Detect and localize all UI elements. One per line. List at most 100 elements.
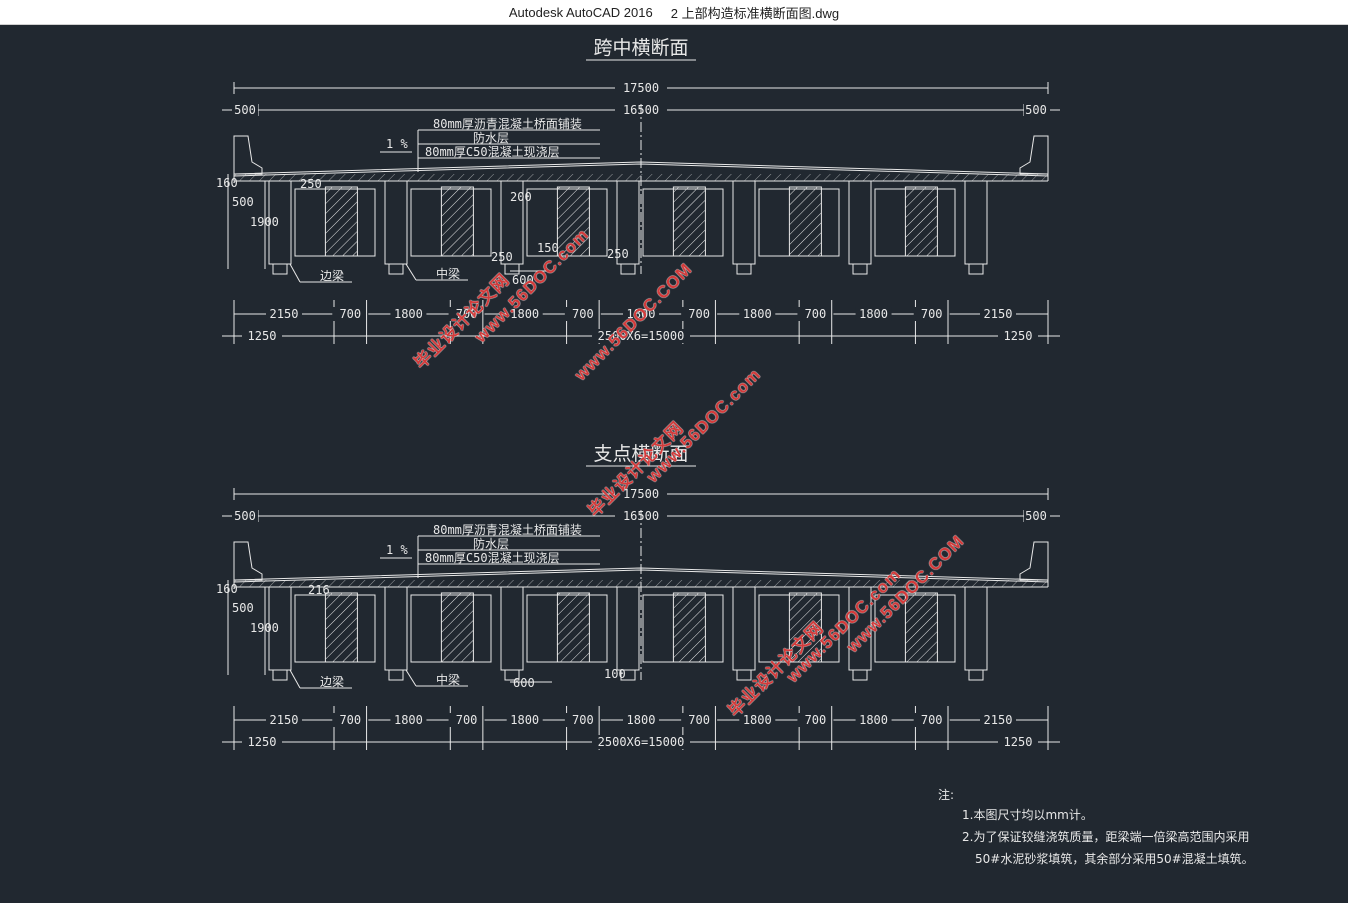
dim-500: 500 xyxy=(232,601,254,615)
dim-label-bg xyxy=(979,307,1016,321)
window-title-bar: Autodesk AutoCAD 2016 2 上部构造标准横断面图.dwg xyxy=(0,0,1348,25)
dim-overall: 17500 xyxy=(623,81,659,95)
dim-label: 1800 xyxy=(510,713,539,727)
notes-heading: 注: xyxy=(938,788,955,802)
label-asphalt: 80mm厚沥青混凝土桥面铺装 xyxy=(433,116,582,131)
beam-flange xyxy=(504,669,520,681)
beam-flange xyxy=(388,263,404,275)
dim-curb-left: 500 xyxy=(234,103,256,117)
hinge-joint xyxy=(904,592,938,663)
dim-label-bg xyxy=(506,713,543,727)
section-title: 支点横断面 xyxy=(593,443,688,465)
beam-web xyxy=(616,586,640,671)
beam-flange xyxy=(968,669,984,681)
beam-row-support xyxy=(268,586,988,681)
file-name: 2 上部构造标准横断面图.dwg xyxy=(670,5,840,21)
dim-label-bg xyxy=(855,713,892,727)
beam-web xyxy=(384,180,408,265)
dim-label: 2150 xyxy=(270,713,299,727)
dim-500: 500 xyxy=(232,195,254,209)
label-slope: 1 % xyxy=(386,137,408,151)
label-waterproof: 防水层 xyxy=(473,130,509,145)
dim-label-bg xyxy=(681,713,718,727)
app-title: Autodesk AutoCAD 2016 xyxy=(508,4,653,20)
dim-end-right: 1250 xyxy=(1004,329,1033,343)
beam-web xyxy=(732,180,756,265)
dim-label: 1800 xyxy=(510,307,539,321)
dim-label: 700 xyxy=(456,713,478,727)
dim-label-bg xyxy=(797,307,834,321)
label-waterproof: 防水层 xyxy=(473,536,509,551)
dim-label-bg xyxy=(266,713,303,727)
dim-curb-right: 500 xyxy=(1025,509,1047,523)
dim-label-bg xyxy=(739,713,776,727)
note-line-3: 50#水泥砂浆填筑，其余部分采用50#混凝土填筑。 xyxy=(975,852,1254,866)
dim-label-bg xyxy=(913,713,950,727)
dim-600: 600 xyxy=(513,676,535,690)
beam-flange xyxy=(852,263,868,275)
dim-label: 1800 xyxy=(627,307,656,321)
hinge-joint xyxy=(904,186,938,257)
section-support: 支点横断面 17500 500 16500 500 80mm厚沥青混凝土桥面铺装… xyxy=(216,443,1060,750)
dim-label: 1800 xyxy=(859,307,888,321)
beam-web xyxy=(384,586,408,671)
dim-label: 700 xyxy=(688,713,710,727)
cad-drawing[interactable]: 跨中横断面 17500 500 16500 500 80mm厚沥青混凝土桥面铺装… xyxy=(0,24,1348,899)
label-concrete: 80mm厚C50混凝土现浇层 xyxy=(425,550,560,565)
dim-label-bg xyxy=(506,307,543,321)
dim-label-bg xyxy=(739,307,776,321)
dim-250-a: 250 xyxy=(491,250,513,264)
beam-web xyxy=(848,180,872,265)
dim-beam-spacing: 2500X6=15000 xyxy=(598,329,685,343)
section-midspan: 跨中横断面 17500 500 16500 500 80mm厚沥青混凝土桥面铺装… xyxy=(216,37,1060,344)
beam-web xyxy=(500,586,524,671)
dim-label-bg xyxy=(448,307,485,321)
beam-row-midspan xyxy=(268,180,988,275)
dim-label: 2150 xyxy=(984,307,1013,321)
label-edge-beam: 边梁 xyxy=(320,268,344,283)
beam-web xyxy=(964,180,988,265)
dim-1900: 1900 xyxy=(250,621,279,635)
section-title: 跨中横断面 xyxy=(593,37,688,59)
dim-label: 1800 xyxy=(743,307,772,321)
hinge-joint xyxy=(324,592,358,663)
hinge-joint xyxy=(788,592,822,663)
hinge-joint xyxy=(440,592,474,663)
dim-label: 1800 xyxy=(627,713,656,727)
dim-150: 150 xyxy=(537,241,559,255)
hinge-joint xyxy=(556,186,590,257)
dim-label-bg xyxy=(623,713,659,727)
note-line-1: 1.本图尺寸均以mm计。 xyxy=(962,808,1093,822)
hinge-joint xyxy=(788,186,822,257)
dim-label-bg xyxy=(564,713,601,727)
drawing-canvas[interactable]: 跨中横断面 17500 500 16500 500 80mm厚沥青混凝土桥面铺装… xyxy=(0,24,1348,899)
dim-216: 216 xyxy=(308,583,330,597)
dim-label: 700 xyxy=(572,713,594,727)
dim-1900: 1900 xyxy=(250,215,279,229)
dim-beam-spacing: 2500X6=15000 xyxy=(598,735,685,749)
dim-label: 700 xyxy=(456,307,478,321)
dim-160: 160 xyxy=(216,176,238,190)
hinge-joint xyxy=(440,186,474,257)
dim-label-bg xyxy=(564,307,601,321)
dim-250-b: 250 xyxy=(607,247,629,261)
dim-label-bg xyxy=(390,307,427,321)
label-asphalt: 80mm厚沥青混凝土桥面铺装 xyxy=(433,522,582,537)
dim-label-bg xyxy=(681,307,718,321)
hinge-joint xyxy=(672,186,706,257)
hinge-joint xyxy=(672,592,706,663)
beam-flange xyxy=(272,263,288,275)
label-concrete: 80mm厚C50混凝土现浇层 xyxy=(425,144,560,159)
beam-flange xyxy=(968,263,984,275)
dim-label: 700 xyxy=(688,307,710,321)
dim-label: 1800 xyxy=(859,713,888,727)
beam-flange xyxy=(852,669,868,681)
hinge-joint xyxy=(324,186,358,257)
dim-label-bg xyxy=(913,307,950,321)
dim-label: 700 xyxy=(339,307,361,321)
beam-flange xyxy=(620,669,636,681)
dim-label-bg xyxy=(855,307,892,321)
label-edge-beam: 边梁 xyxy=(320,674,344,689)
